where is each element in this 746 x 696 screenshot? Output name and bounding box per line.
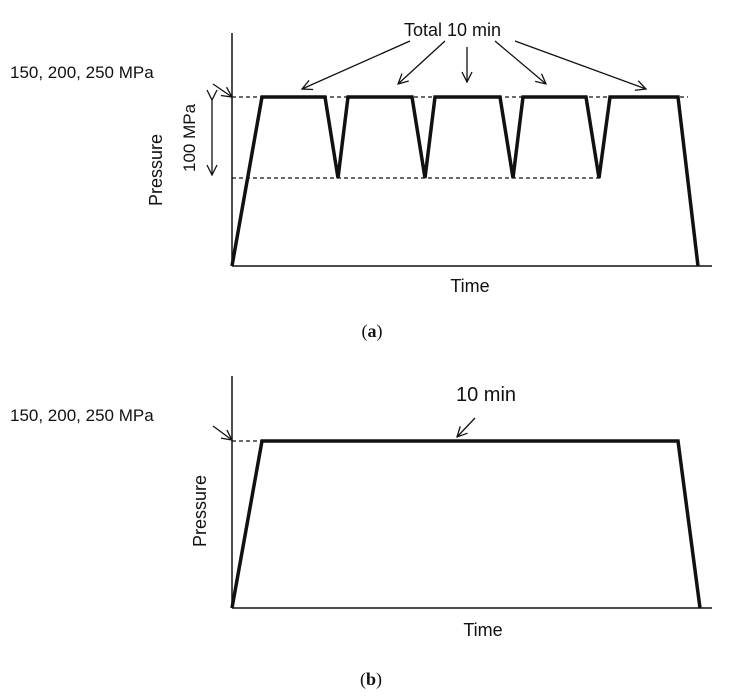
panel-b-pressure-profile bbox=[230, 439, 702, 609]
panel-a-pressure-profile bbox=[230, 95, 700, 267]
panel-a-y-axis-label: Pressure bbox=[146, 134, 166, 206]
panel-b-pressure-level-label: 150, 200, 250 MPa bbox=[10, 406, 154, 425]
panel-b-caption: (b) bbox=[360, 669, 382, 690]
panel-b-hold-label: 10 min bbox=[456, 384, 516, 406]
panel-a-amplitude-label: 100 MPa bbox=[180, 103, 199, 172]
panel-b-hold-arrow bbox=[457, 417, 476, 437]
panel-b-y-axis-label: Pressure bbox=[190, 475, 210, 547]
panel-a-caption: (a) bbox=[362, 321, 383, 342]
panel-b-x-axis-label: Time bbox=[463, 620, 502, 640]
panel-a-pressure-level-label: 150, 200, 250 MPa bbox=[10, 63, 154, 82]
panel-b-level-pointer-arrow bbox=[212, 425, 232, 440]
panel-a-hold-arrows bbox=[302, 40, 646, 89]
panel-a-level-pointer-arrow bbox=[212, 83, 232, 97]
panel-a-x-axis-label: Time bbox=[450, 276, 489, 296]
panel-b: 150, 200, 250 MPa 10 min Pressure Time (… bbox=[10, 376, 712, 690]
panel-a: 150, 200, 250 MPa Total 10 min 100 MPa P… bbox=[10, 20, 712, 342]
panel-a-hold-label: Total 10 min bbox=[404, 20, 501, 40]
